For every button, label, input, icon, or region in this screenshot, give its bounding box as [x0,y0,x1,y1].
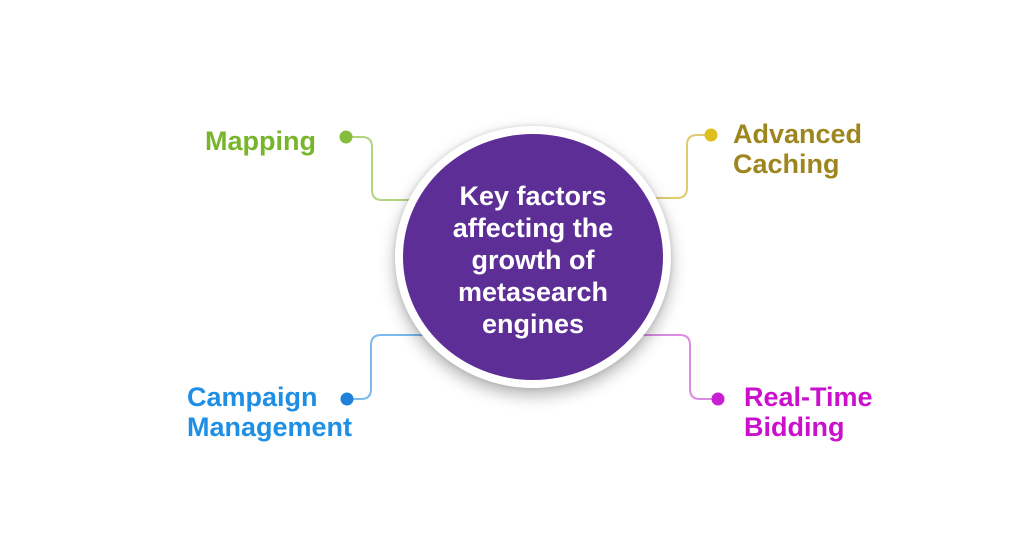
center-circle-ring: Key factors affecting the growth of meta… [395,126,671,388]
dot-campaign-management [340,392,354,406]
dot-advanced-caching [704,128,718,142]
label-campaign-management: Campaign Management [187,382,353,442]
center-title: Key factors affecting the growth of meta… [452,181,614,339]
label-real-time-bidding: Real-Time Bidding [744,382,873,442]
dot-mapping [339,130,353,144]
connector-advanced-caching [639,134,712,199]
label-advanced-caching: Advanced Caching [733,119,863,179]
connector-campaign-management [346,334,431,400]
connector-mapping [345,136,431,201]
label-mapping: Mapping [205,126,316,156]
connector-real-time-bidding [639,334,719,400]
dot-real-time-bidding [711,392,725,406]
center-circle: Key factors affecting the growth of meta… [403,134,663,380]
